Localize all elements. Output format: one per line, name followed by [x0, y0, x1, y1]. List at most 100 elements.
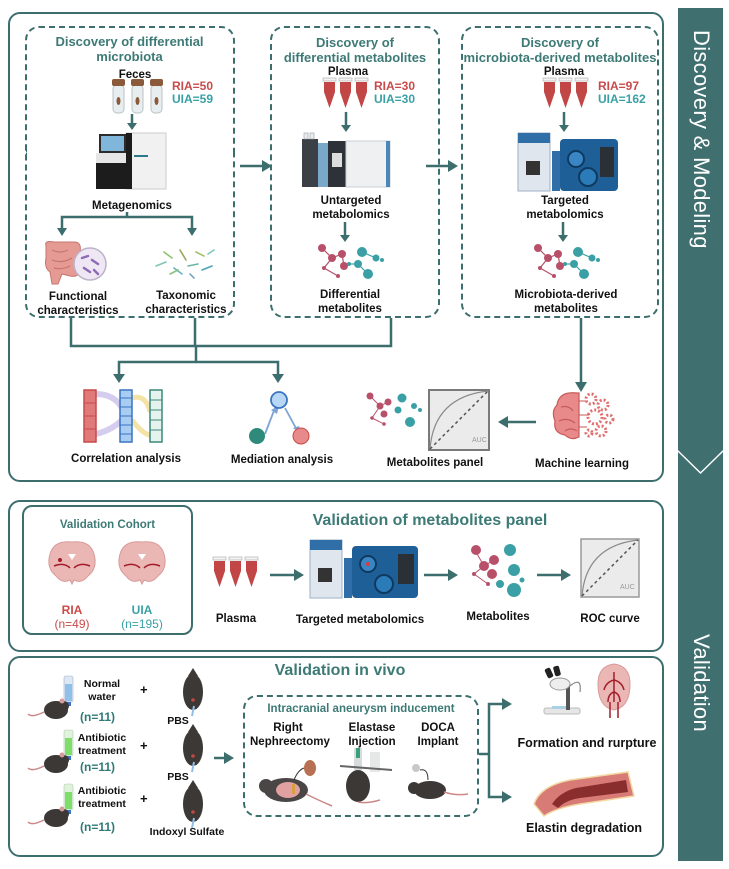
microbiota-box-bottom	[25, 150, 235, 318]
microbiota-uia-count: UIA=59	[172, 92, 214, 106]
outcome-formation-rupture: Formation and rurpture	[517, 736, 657, 750]
group-2-plus: +	[140, 738, 148, 753]
metabolites-panel-auc-label: AUC	[472, 437, 487, 444]
metabolites-panel-label: Metabolites panel	[386, 457, 484, 469]
arrow-to-microbiota-derived	[426, 160, 458, 172]
metabolites-panel-molecule-icon	[366, 392, 422, 427]
cohort-uia-n: (n=195)	[121, 617, 163, 631]
plasma-label-2: Plasma	[543, 66, 585, 78]
brain-vessels-icon	[597, 663, 631, 718]
validation-panel-title: Validation of metabolites panel	[312, 512, 548, 529]
cohort-ria-n: (n=49)	[54, 617, 90, 631]
elastase-injection-mouse-icon	[339, 748, 393, 804]
sequencer-icon	[96, 132, 167, 190]
feces-tubes-icon	[112, 79, 163, 114]
correlation-analysis-label: Correlation analysis	[71, 453, 181, 465]
injected-mouse-2-icon	[183, 724, 203, 773]
targeted-ms-icon-1	[517, 132, 618, 192]
in-vivo-title: Validation in vivo	[274, 662, 406, 679]
group-1-treatment: Normal water	[83, 678, 121, 703]
machine-learning-brain-icon	[552, 392, 615, 440]
mediation-analysis-icon	[249, 391, 310, 445]
correlation-analysis-icon	[83, 389, 163, 443]
mouse-group-1-icon	[27, 675, 74, 719]
differential-uia-count: UIA=30	[374, 92, 416, 106]
inducement-step-elastase: Elastase Injection	[348, 722, 396, 748]
validation-cohort-box	[22, 505, 193, 635]
inducement-step-doca: DOCA Implant	[417, 722, 459, 748]
plasma-tubes-icon-1	[322, 77, 369, 108]
differential-metabolites-title-2: differential metabolites	[283, 50, 427, 65]
doca-implant-mouse-icon	[408, 764, 469, 799]
roc-curve-auc-label: AUC	[620, 584, 635, 591]
mouse-group-3-icon	[27, 783, 74, 827]
mouse-group-2-icon	[27, 729, 74, 773]
microbiota-derived-title-1: Discovery of	[520, 35, 600, 50]
sidebar-label-validation: Validation	[689, 634, 714, 732]
inducement-step-nephrectomy: Right Nephreectomy	[250, 722, 330, 748]
group-1-injection: PBS	[167, 715, 189, 727]
taxonomic-characteristics-label: Taxonomic characteristics	[145, 290, 227, 316]
group-3-treatment: Antibiotic treatment	[77, 785, 127, 810]
intestine-icon	[45, 241, 107, 285]
plasma-tubes-icon-3	[212, 556, 259, 587]
arrow-feces-to-sequencer	[127, 114, 137, 130]
cohort-ria-label: RIA	[61, 603, 83, 617]
vessel-elastin-icon	[533, 771, 635, 817]
differential-metabolites-title-1: Discovery of	[315, 35, 395, 50]
cohort-uia-label: UIA	[131, 603, 153, 617]
nephrectomy-mouse-icon	[259, 760, 333, 807]
microbiota-derived-title-2: microbiota-derived metabolites	[463, 50, 657, 65]
mass-spectrometer-icon-1	[302, 132, 391, 188]
microbiota-ria-count: RIA=50	[172, 79, 214, 93]
plasma-label-1: Plasma	[327, 66, 369, 78]
mediation-analysis-label: Mediation analysis	[230, 454, 334, 466]
arrow-to-differential-metabolites-icon	[340, 222, 350, 242]
taxonomic-bacteria-icon	[155, 249, 215, 279]
arrow-metabolites-to-roc	[537, 569, 571, 581]
differential-ria-count: RIA=30	[374, 79, 416, 93]
differential-metabolites-label: Differential metabolites	[318, 289, 382, 315]
machine-learning-label: Machine learning	[535, 458, 629, 470]
arrow-to-inducement	[214, 752, 234, 764]
microbiota-box-title: Discovery of differential microbiota	[55, 34, 204, 64]
arrow-plasma-to-ms-1	[341, 112, 351, 132]
injected-mouse-1-icon	[183, 668, 203, 717]
functional-characteristics-label: Functional characteristics	[37, 291, 119, 317]
plasma-tubes-icon-2	[542, 77, 589, 108]
validation-targeted-metabolomics-label: Targeted metabolomics	[295, 614, 425, 626]
group-2-treatment: Antibiotic treatment	[77, 732, 127, 757]
arrow-targeted-to-metabolites	[424, 569, 458, 581]
microbiota-box	[25, 26, 235, 155]
differential-metabolites-box	[270, 26, 440, 318]
validation-metabolites-label: Metabolites	[466, 611, 530, 623]
inducement-box	[243, 695, 479, 817]
group-2-n: (n=11)	[80, 760, 116, 774]
group-3-plus: +	[140, 791, 148, 806]
group-1-plus: +	[140, 682, 148, 697]
validation-metabolites-icon	[471, 544, 525, 597]
microbiota-derived-box	[461, 26, 659, 318]
microbiota-derived-metabolites-label: Microbiota-derived metabolites	[514, 289, 618, 315]
roc-curve-chart	[580, 538, 640, 598]
metabolites-molecule-icon-2	[534, 244, 600, 279]
sidebar-label-discovery: Discovery & Modeling	[689, 30, 714, 249]
microbiota-derived-uia-count: UIA=162	[598, 92, 646, 106]
group-1-n: (n=11)	[80, 710, 116, 724]
inducement-title: Intracranial aneurysm inducement	[267, 703, 455, 715]
validation-cohort-title: Validation Cohort	[59, 519, 156, 531]
microbiota-derived-ria-count: RIA=97	[598, 79, 640, 93]
group-3-n: (n=11)	[80, 820, 116, 834]
roc-curve-label: ROC curve	[580, 613, 640, 625]
injected-mouse-3-icon	[183, 780, 203, 829]
arrow-to-microbiota-derived-icon	[558, 222, 568, 242]
feces-label: Feces	[118, 69, 152, 81]
arrow-plasma-to-ms-2	[559, 112, 569, 132]
metabolites-panel-auc-chart	[428, 389, 490, 451]
brain-uia-icon	[118, 541, 166, 586]
group-2-injection: PBS	[167, 771, 189, 783]
untargeted-metabolomics-label: Untargeted metabolomics	[312, 195, 390, 221]
